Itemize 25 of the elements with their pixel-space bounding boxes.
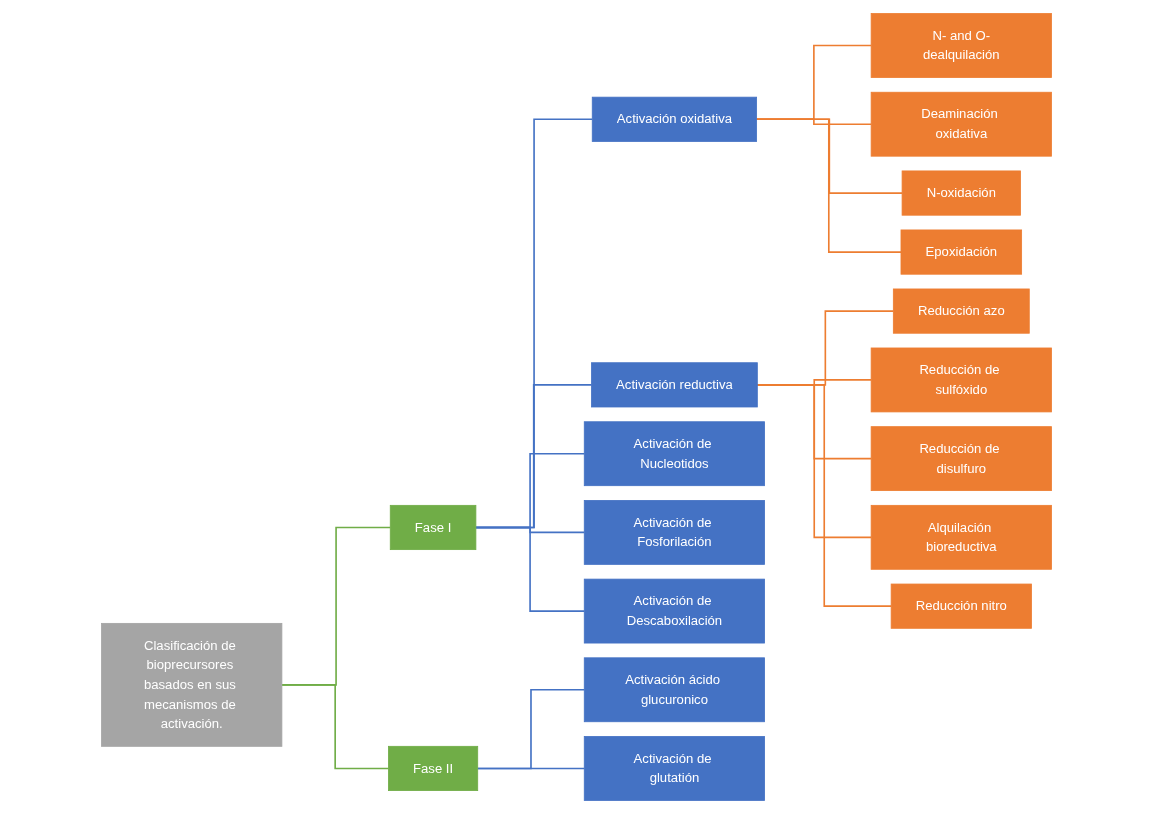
node-box: Alquilación bioreductiva bbox=[870, 504, 1052, 570]
node-box: Clasificación de bioprecursores basados en sus mecanismos de activación. bbox=[101, 622, 283, 747]
connector bbox=[281, 684, 390, 770]
node-box: Activación de Fosforilación bbox=[583, 500, 765, 565]
node-box: Activación reductiva bbox=[591, 362, 758, 408]
node-box: N-oxidación bbox=[901, 170, 1021, 216]
connector bbox=[476, 688, 586, 770]
node-box: Reducción de disulfuro bbox=[870, 426, 1052, 491]
node-box: N- and O-dealquilación bbox=[870, 13, 1052, 78]
node-box: Deaminación oxidativa bbox=[870, 91, 1052, 157]
node-box: Activación de glutatión bbox=[583, 736, 765, 801]
connector bbox=[755, 118, 902, 253]
node-box: Activación ácido glucuronico bbox=[583, 657, 765, 723]
node-box: Activación de Nucleotidos bbox=[583, 421, 765, 487]
node-box: Activación de Descaboxilación bbox=[583, 578, 765, 644]
node-box: Fase II bbox=[388, 745, 479, 791]
node-box: Reducción nitro bbox=[890, 583, 1032, 629]
connector bbox=[475, 526, 586, 612]
node-box: Fase I bbox=[389, 504, 477, 550]
node-box: Activación oxidativa bbox=[591, 96, 757, 142]
connector bbox=[476, 767, 586, 770]
connector bbox=[756, 384, 892, 607]
node-box: Epoxidación bbox=[900, 229, 1022, 275]
node-box: Reducción de sulfóxido bbox=[870, 347, 1052, 413]
node-box: Reducción azo bbox=[892, 288, 1030, 334]
